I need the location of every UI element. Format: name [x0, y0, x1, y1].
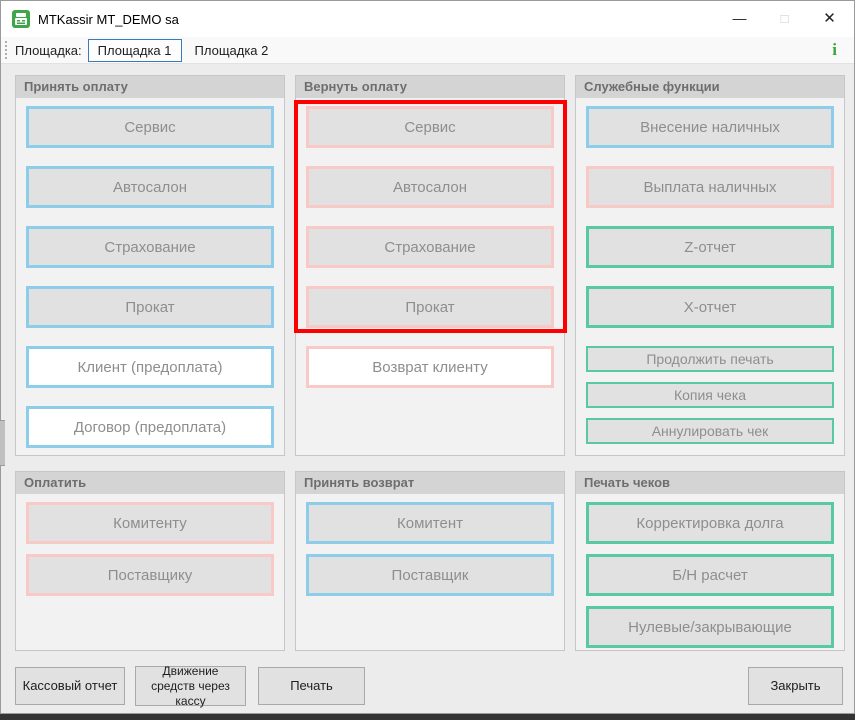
- app-icon: [12, 10, 30, 28]
- print-button[interactable]: Печать: [258, 667, 365, 705]
- debt-correction-button[interactable]: Корректировка долга: [586, 502, 834, 544]
- accept-payment-client-prepay-button[interactable]: Клиент (предоплата): [26, 346, 274, 388]
- site-label: Площадка:: [15, 42, 82, 58]
- panel-title: Вернуть оплату: [296, 76, 564, 98]
- panel-accept-payment: Принять оплату Сервис Автосалон Страхова…: [15, 75, 285, 456]
- cash-in-button[interactable]: Внесение наличных: [586, 106, 834, 148]
- accept-payment-rental-button[interactable]: Прокат: [26, 286, 274, 328]
- panel-title: Печать чеков: [576, 472, 844, 494]
- tab-site-2[interactable]: Площадка 2: [194, 42, 269, 58]
- cash-report-button[interactable]: Кассовый отчет: [15, 667, 125, 705]
- pay-supplier-button[interactable]: Поставщику: [26, 554, 274, 596]
- tab-site-1[interactable]: Площадка 1: [87, 38, 182, 62]
- close-button[interactable]: Закрыть: [748, 667, 843, 705]
- panel-title: Оплатить: [16, 472, 284, 494]
- panel-service-functions: Служебные функции Внесение наличных Выпл…: [575, 75, 845, 456]
- funds-movement-button[interactable]: Движение средств через кассу: [135, 664, 246, 708]
- void-receipt-button[interactable]: Аннулировать чек: [586, 418, 834, 444]
- return-supplier-button[interactable]: Поставщик: [306, 554, 554, 596]
- accept-payment-contract-prepay-button[interactable]: Договор (предоплата): [26, 406, 274, 448]
- return-payment-service-button[interactable]: Сервис: [306, 106, 554, 148]
- info-icon[interactable]: i: [832, 40, 837, 59]
- title-bar[interactable]: MTKassir MT_DEMO sa — □ ✕: [1, 1, 854, 37]
- accept-payment-autosalon-button[interactable]: Автосалон: [26, 166, 274, 208]
- return-payment-rental-button[interactable]: Прокат: [306, 286, 554, 328]
- maximize-button: □: [780, 10, 789, 26]
- screen-edge-notch: [0, 420, 5, 466]
- panel-pay: Оплатить Комитенту Поставщику: [15, 471, 285, 651]
- toolbar: Площадка: Площадка 1 Площадка 2 i: [1, 37, 854, 64]
- panel-print-receipts: Печать чеков Корректировка долга Б/Н рас…: [575, 471, 845, 651]
- return-payment-insurance-button[interactable]: Страхование: [306, 226, 554, 268]
- receipt-copy-button[interactable]: Копия чека: [586, 382, 834, 408]
- cash-out-button[interactable]: Выплата наличных: [586, 166, 834, 208]
- return-consignor-button[interactable]: Комитент: [306, 502, 554, 544]
- panel-accept-return: Принять возврат Комитент Поставщик: [295, 471, 565, 651]
- panel-title: Принять возврат: [296, 472, 564, 494]
- minimize-button[interactable]: —: [732, 10, 747, 26]
- toolbar-grip-handle[interactable]: [5, 41, 8, 59]
- taskbar-edge: [0, 714, 855, 720]
- panel-return-payment: Вернуть оплату Сервис Автосалон Страхова…: [294, 75, 567, 456]
- accept-payment-service-button[interactable]: Сервис: [26, 106, 274, 148]
- continue-print-button[interactable]: Продолжить печать: [586, 346, 834, 372]
- x-report-button[interactable]: X-отчет: [586, 286, 834, 328]
- panel-title: Принять оплату: [16, 76, 284, 98]
- panel-title: Служебные функции: [576, 76, 844, 98]
- return-to-client-button[interactable]: Возврат клиенту: [306, 346, 554, 388]
- accept-payment-insurance-button[interactable]: Страхование: [26, 226, 274, 268]
- pay-consignor-button[interactable]: Комитенту: [26, 502, 274, 544]
- zero-closing-receipts-button[interactable]: Нулевые/закрывающие: [586, 606, 834, 648]
- return-payment-autosalon-button[interactable]: Автосалон: [306, 166, 554, 208]
- close-icon[interactable]: ✕: [823, 10, 836, 27]
- z-report-button[interactable]: Z-отчет: [586, 226, 834, 268]
- window-title: MTKassir MT_DEMO sa: [38, 11, 179, 27]
- cashless-settlement-button[interactable]: Б/Н расчет: [586, 554, 834, 596]
